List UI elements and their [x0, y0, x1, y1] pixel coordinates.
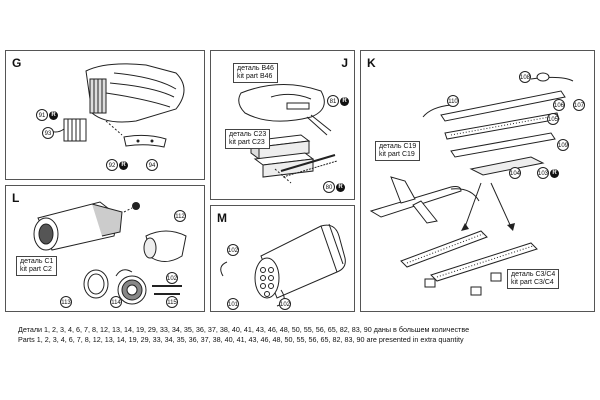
callout-102: 102 [166, 272, 178, 284]
callout-113: 113 [60, 296, 72, 308]
extra-quantity-note-ru: Детали 1, 2, 3, 4, 6, 7, 8, 12, 13, 14, … [18, 325, 470, 334]
part-number: 110 [447, 95, 459, 107]
panel-label: L [12, 191, 20, 205]
photo-etch-mark: R [119, 160, 128, 170]
panel-label: K [367, 56, 376, 70]
kit-part-c19-label: деталь C19 kit part C19 [375, 141, 421, 161]
engine-nozzle-drawing [33, 201, 187, 305]
panel-k: K деталь C19 kit part C19 деталь C3/C4 [360, 50, 595, 312]
kit-part-en: kit part B46 [237, 73, 273, 80]
part-number: 113 [60, 296, 72, 308]
part-number: 109 [557, 139, 569, 151]
part-number: 105 [547, 113, 559, 125]
part-number: 106 [553, 99, 565, 111]
kit-part-ru: деталь C1 [20, 258, 54, 265]
part-number: 102 [166, 272, 178, 284]
kit-part-ru: деталь C23 [229, 131, 267, 138]
photo-etch-mark: R [336, 182, 345, 192]
part-number: 81 [327, 95, 339, 107]
callout-80: 80 R [323, 181, 345, 193]
exhaust-cylinder-drawing [220, 223, 346, 307]
kit-part-b46-label: деталь B46 kit part B46 [233, 63, 278, 83]
callout-104: 104 [509, 167, 521, 179]
part-number: 104 [509, 167, 521, 179]
callout-102: 102 [227, 244, 239, 256]
callout-91: 91 R [36, 109, 58, 121]
part-number: 103 [537, 167, 549, 179]
part-number: 112 [174, 210, 186, 222]
callout-81: 81 R [327, 95, 349, 107]
part-number: 92 [106, 159, 118, 171]
kit-part-c3c4-label: деталь C3/C4 kit part C3/C4 [507, 269, 560, 289]
panel-g: G 91 R 93 92 R 94 [5, 50, 205, 180]
callout-101: 101 [227, 298, 239, 310]
kit-part-en: kit part C23 [229, 139, 265, 146]
part-number: 107 [573, 99, 585, 111]
kit-part-c1c2-label: деталь C1 kit part C2 [16, 256, 58, 276]
extra-quantity-note: Детали 1, 2, 3, 4, 6, 7, 8, 12, 13, 14, … [18, 325, 469, 345]
part-number: 102 [279, 298, 291, 310]
callout-102-lower: 102 [279, 298, 291, 310]
kit-part-ru: деталь C3/C4 [511, 271, 556, 278]
panel-m: M 102 101 102 [210, 205, 355, 312]
part-number: 101 [227, 298, 239, 310]
kit-part-en: kit part C19 [379, 151, 415, 158]
callout-93: 93 [42, 127, 54, 139]
intake-assembly-drawing [45, 63, 185, 148]
panel-label: M [217, 211, 227, 225]
callout-107: 107 [573, 99, 585, 111]
part-number: 80 [323, 181, 335, 193]
kit-part-en: kit part C2 [20, 266, 52, 273]
fuselage-part-drawing [238, 84, 338, 184]
part-number: 115 [166, 296, 178, 308]
callout-114: 114 [110, 296, 122, 308]
bomb-bay-assembly-drawing [369, 72, 574, 296]
callout-115: 115 [166, 296, 178, 308]
extra-quantity-note-en: Parts 1, 2, 3, 4, 6, 7, 8, 12, 13, 14, 1… [18, 335, 464, 344]
callout-110: 110 [447, 95, 459, 107]
part-number: 108 [519, 71, 531, 83]
photo-etch-mark: R [340, 96, 349, 106]
panel-label: G [12, 56, 22, 70]
panel-j: J деталь B46 kit part B46 деталь C23 kit… [210, 50, 355, 200]
callout-108: 108 [519, 71, 531, 83]
kit-part-c23-label: деталь C23 kit part C23 [225, 129, 271, 149]
part-number: 93 [42, 127, 54, 139]
kit-part-ru: деталь C19 [379, 143, 417, 150]
panel-l: L деталь C1 kit part C2 112 102 114 113 [5, 185, 205, 312]
part-number: 91 [36, 109, 48, 121]
callout-94: 94 [146, 159, 158, 171]
callout-112: 112 [174, 210, 186, 222]
part-number: 94 [146, 159, 158, 171]
photo-etch-mark: R [550, 168, 559, 178]
callout-92: 92 R [106, 159, 128, 171]
callout-103: 103 R [537, 167, 559, 179]
part-number: 114 [110, 296, 122, 308]
callout-109: 109 [557, 139, 569, 151]
kit-part-en: kit part C3/C4 [511, 279, 554, 286]
kit-part-ru: деталь B46 [237, 65, 274, 72]
callout-106: 106 [553, 99, 565, 111]
panel-label: J [341, 56, 348, 70]
photo-etch-mark: R [49, 110, 58, 120]
callout-105: 105 [547, 113, 559, 125]
part-number: 102 [227, 244, 239, 256]
